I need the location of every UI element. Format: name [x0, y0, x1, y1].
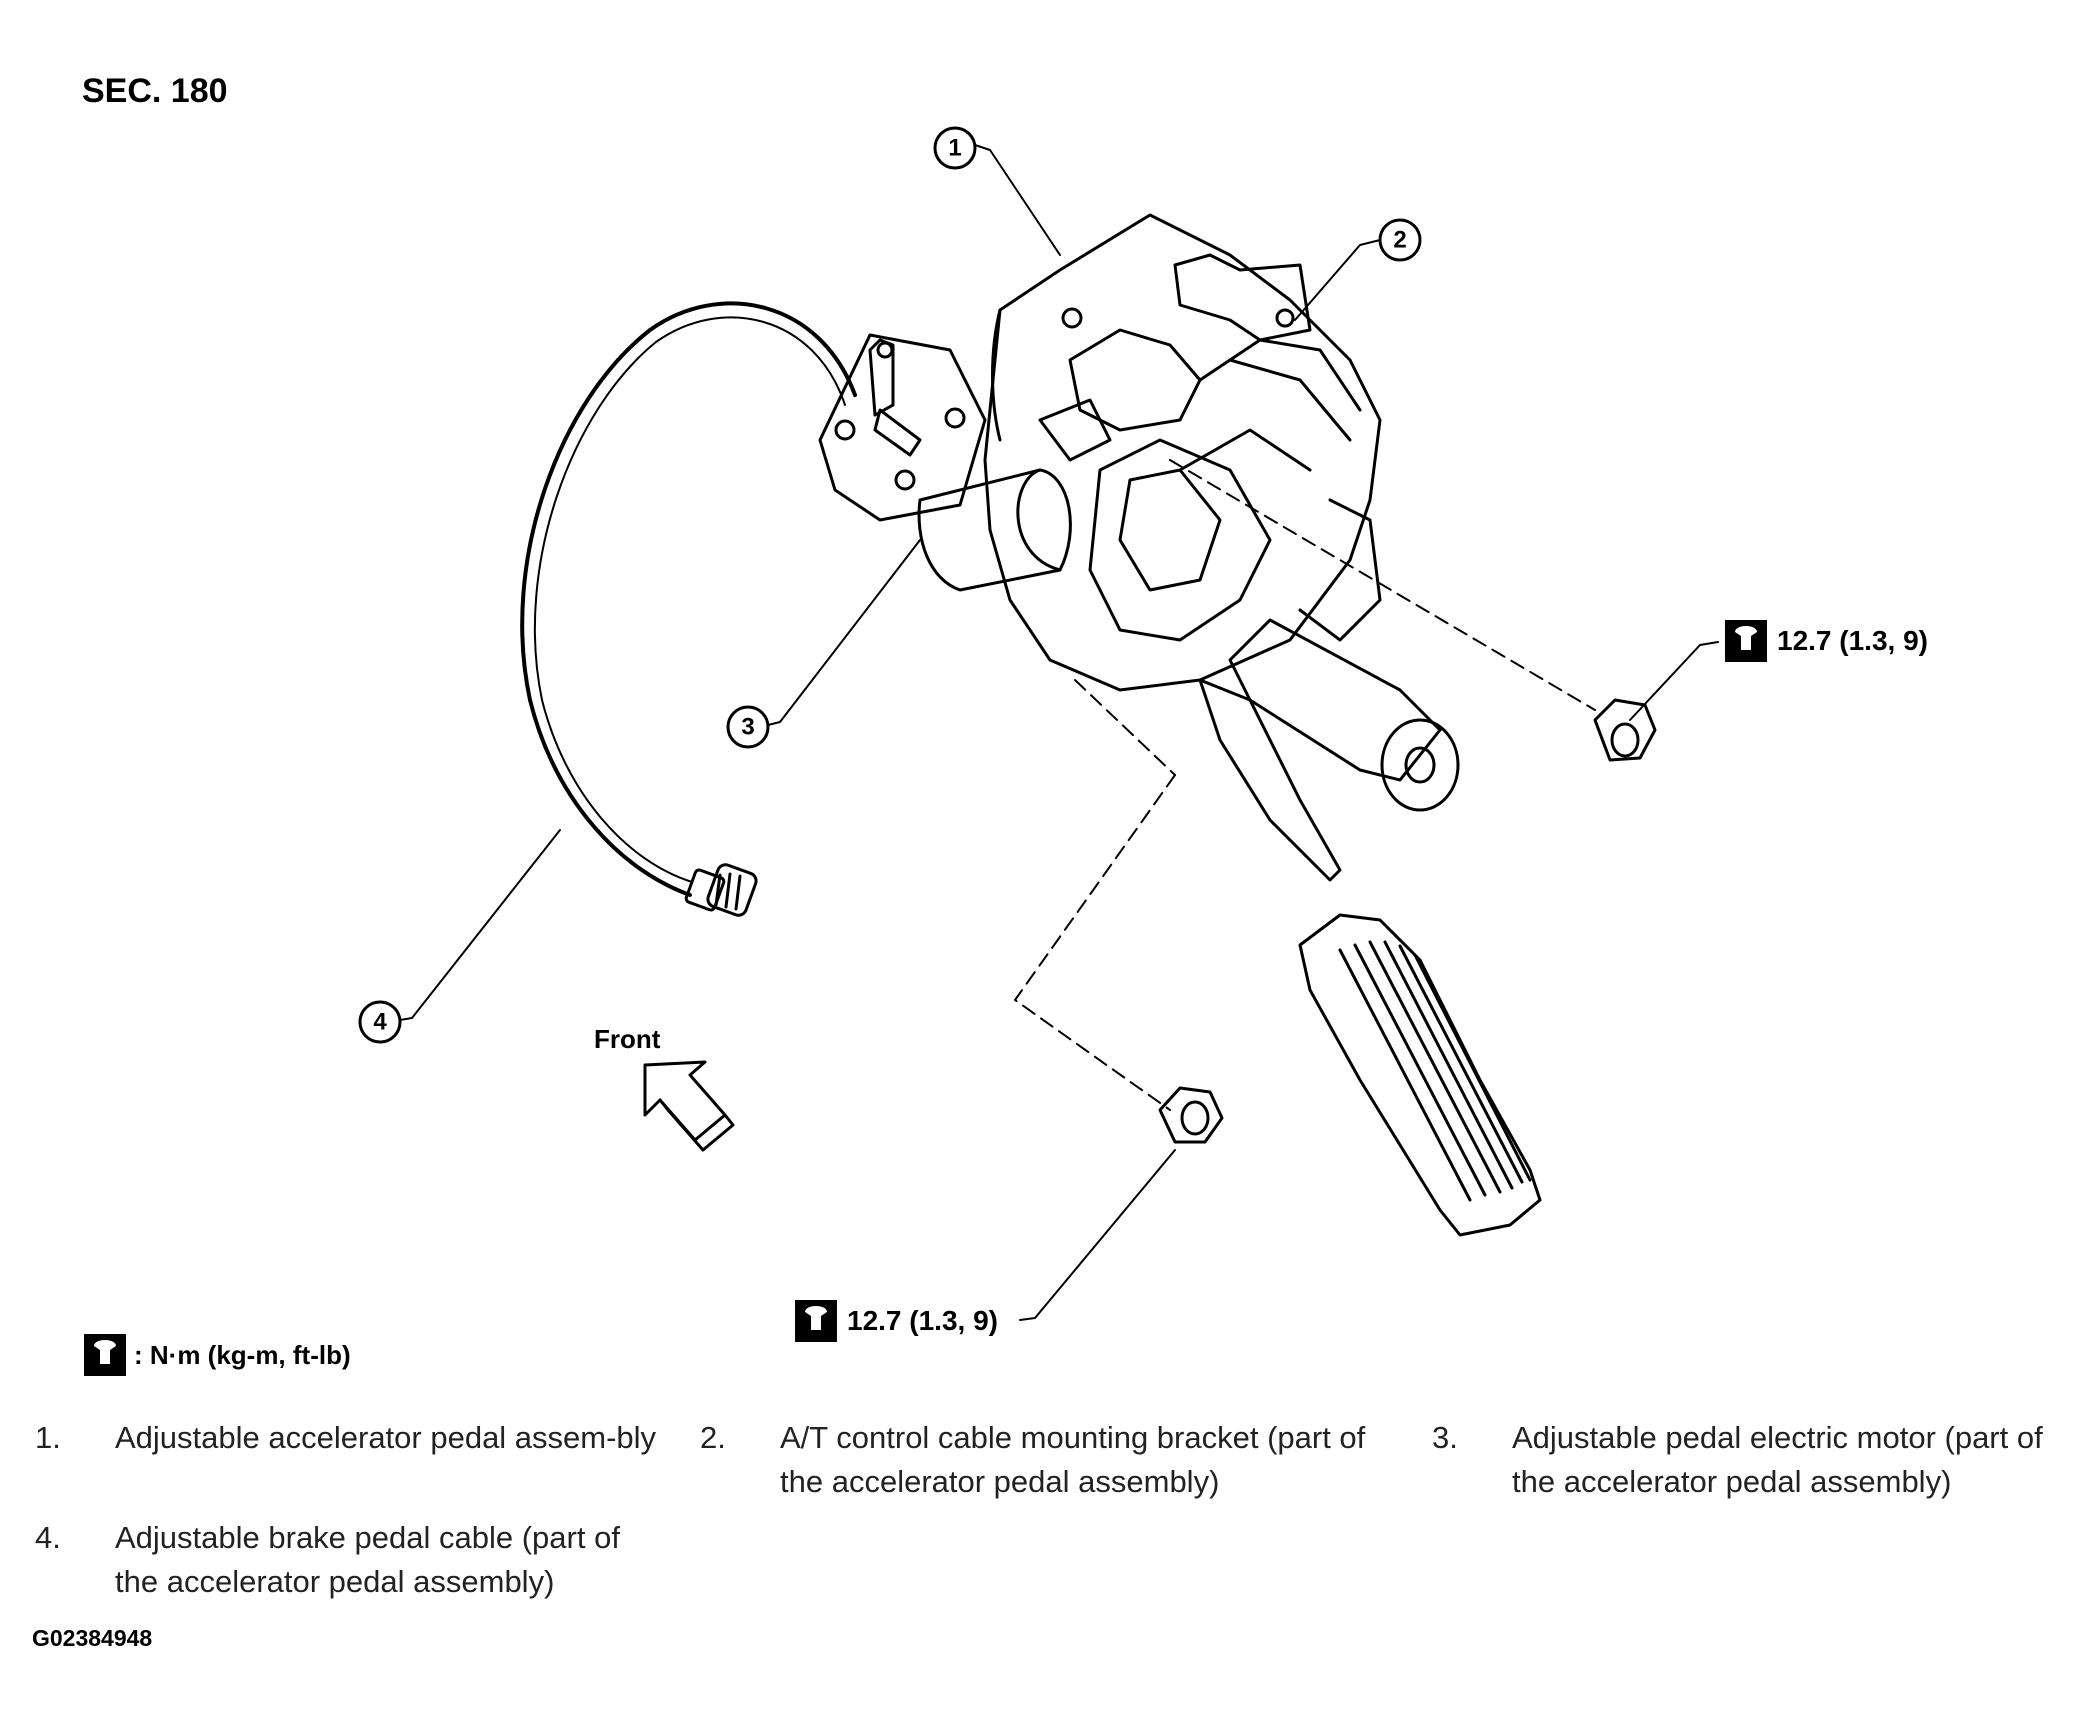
torque-wrench-icon [795, 1300, 837, 1342]
at-control-cable-bracket [1173, 253, 1312, 342]
callout-4-number: 4 [373, 1009, 387, 1036]
torque-value-lower: 12.7 (1.3, 9) [847, 1305, 998, 1336]
torque-spec-upper: 12.7 (1.3, 9) [1725, 620, 1928, 662]
list-item-description: Adjustable pedal electric motor (part of… [1512, 1420, 2043, 1499]
image-code: G02384948 [32, 1625, 153, 1651]
torque-units-legend: : N·m (kg-m, ft-lb) [84, 1334, 351, 1376]
list-item-number: 1. [35, 1420, 61, 1455]
callout-4 [358, 1000, 402, 1044]
list-item: 1. Adjustable accelerator pedal assem-bl… [35, 1416, 690, 1460]
callout-3-number: 3 [741, 714, 754, 741]
callout-2 [1378, 218, 1422, 262]
parts-list: 1. Adjustable accelerator pedal assem-bl… [0, 1416, 2095, 1606]
section-title: SEC. 180 [82, 72, 228, 110]
torque-spec-lower: 12.7 (1.3, 9) [795, 1300, 998, 1342]
list-item-description: Adjustable accelerator pedal assem-bly [115, 1420, 657, 1455]
torque-wrench-icon [1725, 620, 1767, 662]
callout-3 [726, 705, 770, 749]
list-item-number: 3. [1432, 1420, 1458, 1455]
list-item: 3. Adjustable pedal electric motor (part… [1432, 1416, 2082, 1504]
callout-1-number: 1 [948, 135, 961, 162]
list-item: 2. A/T control cable mounting bracket (p… [700, 1416, 1400, 1504]
list-item: 4. Adjustable brake pedal cable (part of… [35, 1516, 655, 1604]
list-item-number: 2. [700, 1420, 726, 1455]
electric-motor [818, 333, 1072, 592]
lower-nut [1158, 1086, 1224, 1144]
list-item-description: A/T control cable mounting bracket (part… [780, 1420, 1366, 1499]
list-item-number: 4. [35, 1520, 61, 1555]
front-arrow-icon [643, 1060, 735, 1152]
pedal-assembly-housing [983, 213, 1542, 1237]
torque-wrench-icon [84, 1334, 126, 1376]
callout-2-number: 2 [1393, 227, 1406, 254]
list-item-description: Adjustable brake pedal cable (part of th… [115, 1520, 620, 1599]
front-label: Front [594, 1024, 661, 1054]
legend-units-text: : N·m (kg-m, ft-lb) [134, 1339, 351, 1370]
brake-pedal-cable [520, 301, 857, 917]
upper-nut [1593, 698, 1657, 762]
torque-value-upper: 12.7 (1.3, 9) [1777, 625, 1928, 656]
callout-1 [933, 126, 977, 170]
